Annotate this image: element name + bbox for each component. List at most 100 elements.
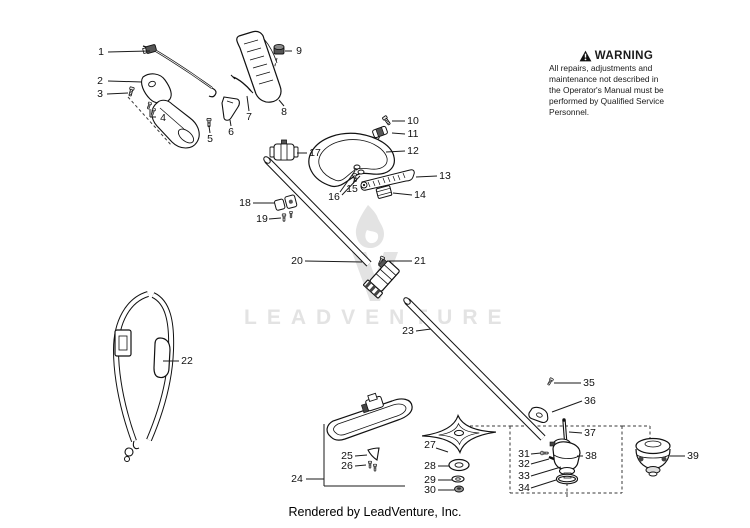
rear-handle-housing [236, 30, 282, 103]
callout-22: 22 [163, 355, 193, 367]
part-number-label: 32 [518, 458, 530, 470]
screw-part-3 [127, 86, 135, 97]
part-number-label: 29 [424, 474, 436, 486]
part-number-label: 34 [518, 482, 530, 494]
leader-line [106, 92, 129, 95]
part-number-label: 13 [439, 170, 451, 182]
callout-14: 14 [392, 189, 426, 201]
leader-line [246, 95, 250, 112]
leader-line [551, 400, 583, 413]
leader-line [530, 458, 550, 465]
part-number-label: 16 [328, 191, 340, 203]
brush-blade [421, 414, 497, 455]
callout-10: 10 [392, 115, 419, 127]
screw-part-10 [381, 114, 392, 127]
part-number-label: 18 [239, 197, 251, 209]
leader-line [385, 150, 406, 153]
callout-20: 20 [291, 255, 363, 267]
callout-35: 35 [554, 377, 595, 389]
brace-bracket [375, 185, 393, 199]
part-number-label: 24 [291, 473, 303, 485]
part-number-label: 12 [407, 145, 419, 157]
leader-line [530, 479, 557, 489]
callout-2: 2 [97, 75, 143, 87]
warning-title-text: WARNING [594, 50, 654, 62]
callout-38: 38 [577, 450, 597, 462]
callout-16: 16 [328, 170, 361, 203]
leader-line [415, 328, 432, 332]
watermark-text: LEADVENTURE [244, 306, 512, 329]
part-number-label: 26 [341, 460, 353, 472]
leader-line [530, 466, 562, 477]
cable-clamp [274, 194, 298, 211]
callout-34: 34 [518, 479, 557, 494]
callout-36: 36 [551, 395, 596, 413]
part-number-label: 6 [228, 126, 234, 138]
callout-23: 23 [402, 325, 432, 337]
callout-24: 24 [291, 424, 405, 487]
callout-5: 5 [207, 125, 213, 145]
o-ring [555, 473, 579, 485]
screw-part-26a [368, 460, 372, 469]
part-number-label: 39 [687, 450, 699, 462]
callout-39: 39 [670, 450, 699, 462]
callout-9: 9 [285, 45, 302, 57]
callout-1: 1 [98, 46, 151, 58]
gear-head [549, 438, 581, 479]
warning-line: All repairs, adjustments and [549, 63, 653, 73]
shaft-coupler [363, 258, 400, 299]
leader-line [354, 454, 368, 457]
part-number-label: 37 [584, 427, 596, 439]
leader-line [339, 170, 356, 193]
part-number-label: 30 [424, 484, 436, 496]
trimmer-head [635, 437, 671, 477]
leader-line [278, 99, 285, 107]
part-number-label: 10 [407, 115, 419, 127]
part-number-label: 14 [414, 189, 426, 201]
head-clamp [528, 406, 549, 424]
leader-line [354, 464, 367, 467]
callout-33: 33 [518, 466, 562, 482]
part-number-label: 25 [341, 450, 353, 462]
screw-part-4a [146, 101, 153, 110]
part-number-label: 20 [291, 255, 303, 267]
screw-part-26b [373, 463, 377, 472]
part-number-label: 35 [583, 377, 595, 389]
part-number-label: 5 [207, 133, 213, 145]
part-number-label: 22 [181, 355, 193, 367]
callout-12: 12 [385, 145, 419, 157]
callout-31: 31 [518, 448, 542, 460]
callout-17: 17 [297, 147, 321, 159]
callout-7: 7 [246, 95, 252, 123]
throttle-rod [230, 74, 254, 94]
handle-clamp-piece [372, 125, 388, 139]
callout-32: 32 [518, 458, 550, 470]
callout-37: 37 [568, 427, 596, 439]
screw-part-31 [540, 450, 549, 456]
part-number-label: 9 [296, 45, 302, 57]
callout-6: 6 [228, 119, 234, 138]
part-number-label: 7 [246, 111, 252, 123]
warning-line: Personnel. [549, 106, 590, 117]
footer-credit: Rendered by LeadVenture, Inc. [288, 505, 462, 519]
leader-line [391, 132, 406, 135]
leader-line [341, 175, 361, 196]
callout-19: 19 [256, 213, 282, 225]
stop-switch-knob [273, 43, 285, 55]
leader-line [229, 119, 232, 127]
warning-line: maintenance not described in [549, 73, 659, 84]
part-number-label: 33 [518, 470, 530, 482]
handle-brace [360, 169, 415, 191]
leader-line [415, 175, 438, 178]
part-number-label: 28 [424, 460, 436, 472]
warning-box: WARNING All repairs, adjustments and mai… [549, 50, 683, 118]
leader-line [530, 452, 542, 455]
lower-drive-shaft [403, 297, 546, 441]
debris-guard [326, 392, 413, 441]
part-number-label: 21 [414, 255, 426, 267]
front-handle-housing [141, 73, 200, 149]
callout-18: 18 [239, 197, 275, 209]
leader-line [304, 260, 363, 263]
